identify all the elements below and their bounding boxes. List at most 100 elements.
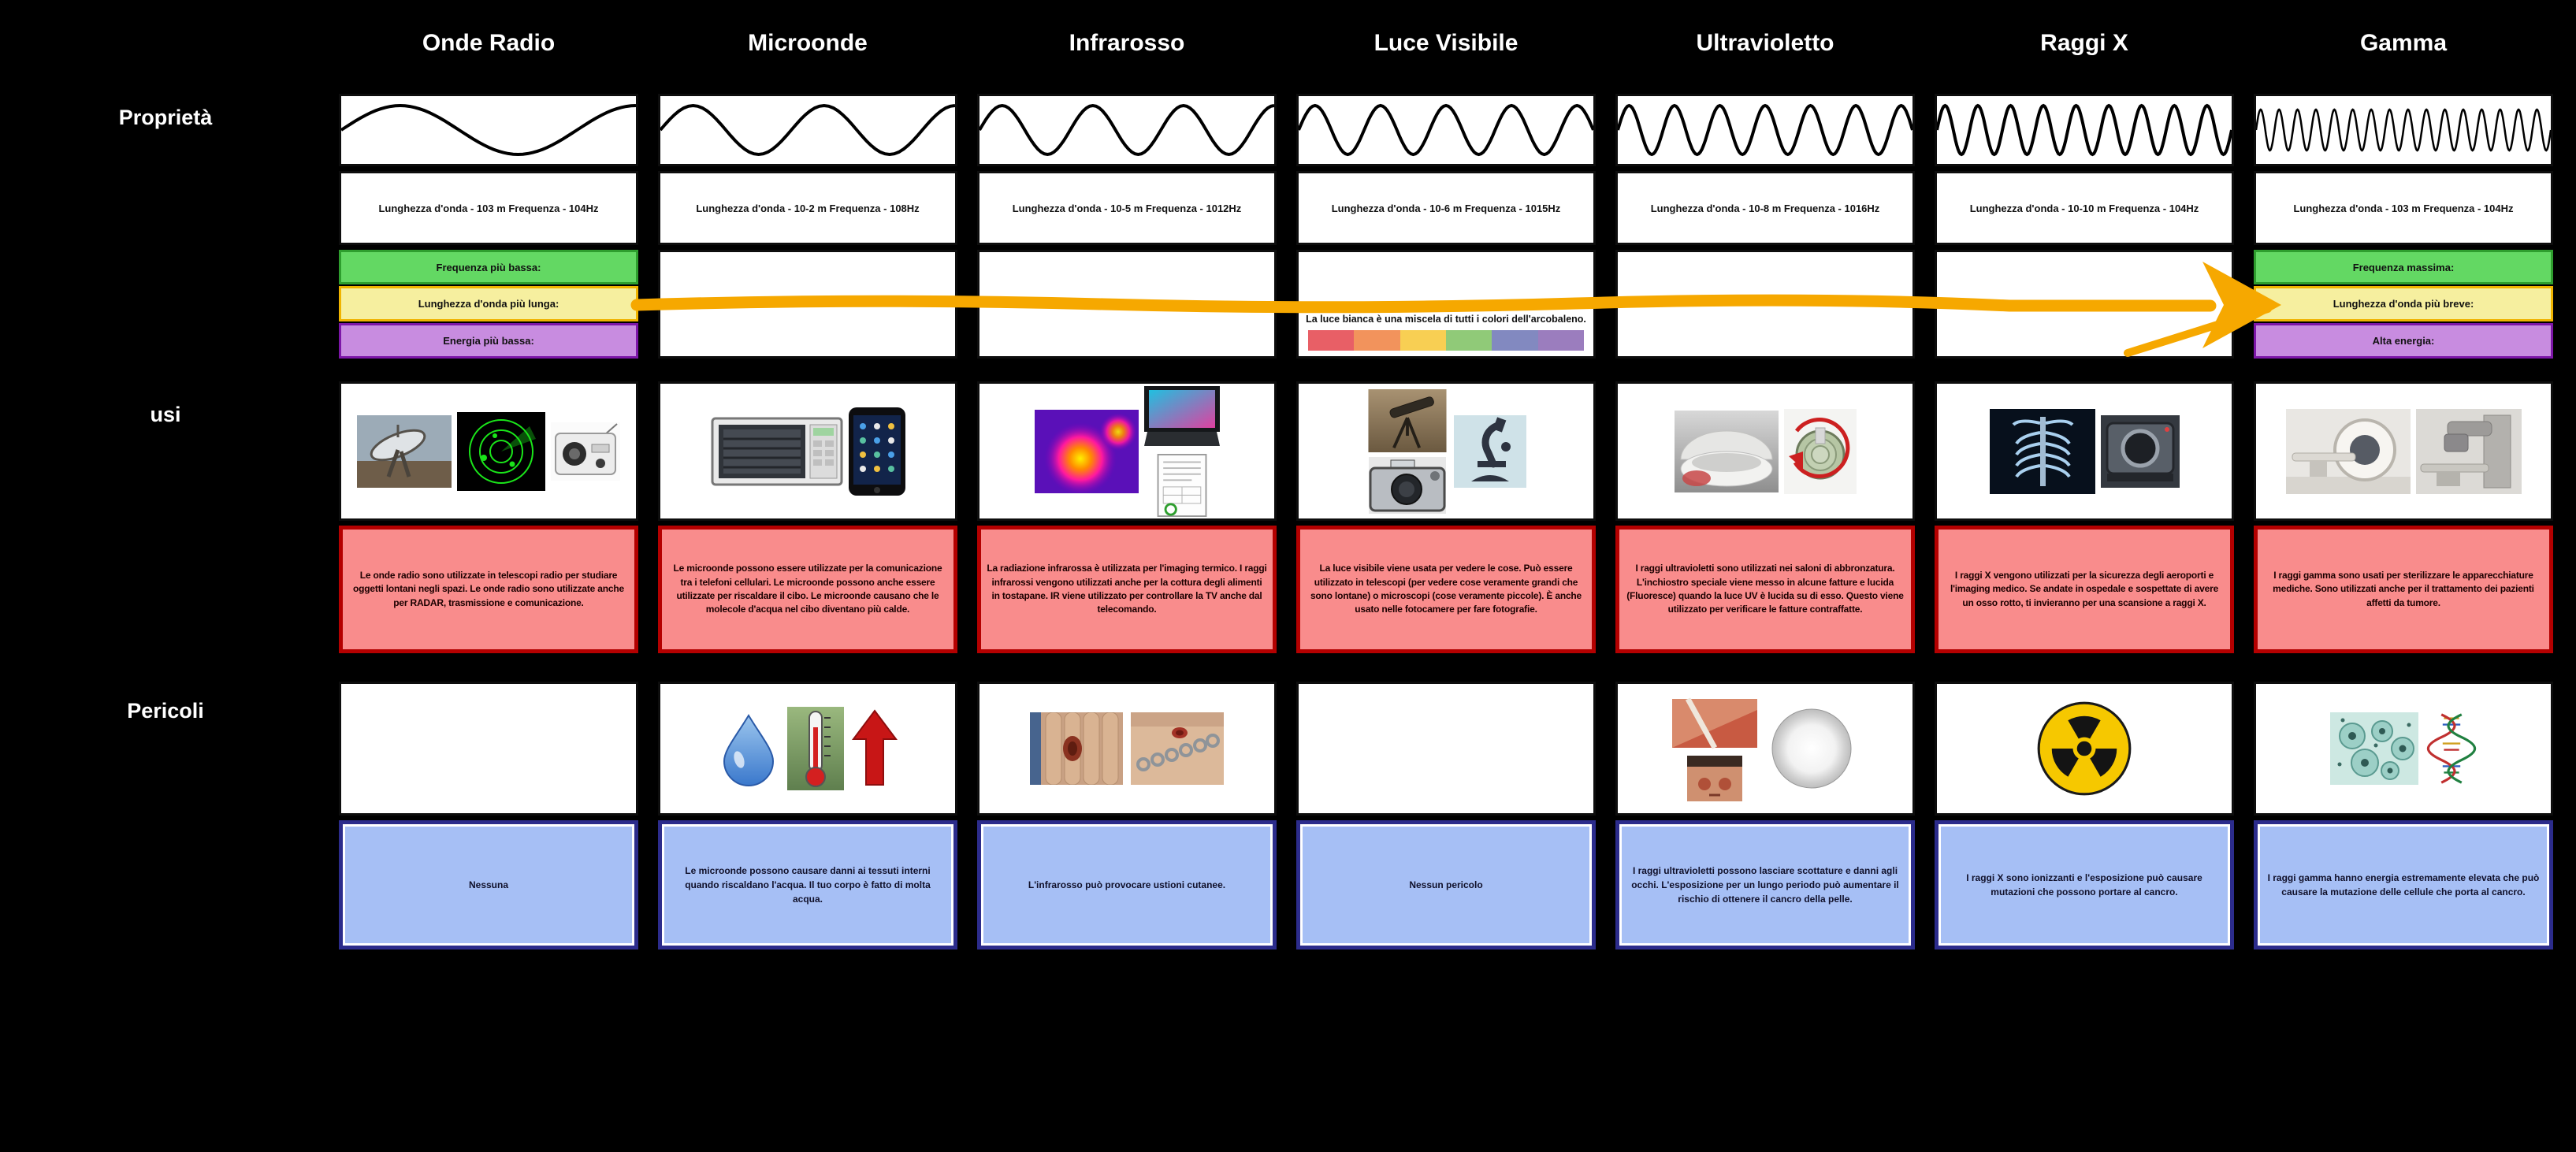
dangers-description-box: Nessun pericolo (1296, 820, 1596, 949)
rainbow-yellow (1400, 330, 1446, 351)
sine-wave-icon (660, 103, 955, 157)
dangers-description-box: L'infrarosso può provocare ustioni cutan… (977, 820, 1277, 949)
uses-description-box: I raggi gamma sono usati per sterilizzar… (2254, 526, 2553, 653)
chest-xray-image (1989, 408, 2095, 494)
dangers-images-cell (1296, 682, 1596, 816)
radar-screen-image (457, 411, 545, 491)
sine-wave-icon (2256, 108, 2551, 152)
wavelength-frequency-text: Lunghezza d'onda - 10-5 m Frequenza - 10… (1012, 202, 1242, 214)
dangers-images-cell (339, 682, 638, 816)
row-label-uses: usi (150, 403, 181, 426)
dangers-text: I raggi gamma hanno energia estremamente… (2267, 872, 2540, 897)
extra-label: Lunghezza d'onda più breve: (2333, 298, 2474, 310)
dangers-images-cell (1615, 682, 1915, 816)
column-title: Microonde (748, 30, 868, 56)
property-cell: Lunghezza d'onda - 103 m Frequenza - 104… (339, 171, 638, 245)
column-luce-visibile: Luce Visibile Lunghezza d'onda - 10-6 m … (1296, 0, 1596, 1152)
uses-images-cell (658, 381, 957, 521)
portable-radio-image (551, 422, 620, 481)
wavelength-frequency-text: Lunghezza d'onda - 10-2 m Frequenza - 10… (696, 202, 920, 214)
column-title: Ultravioletto (1696, 30, 1834, 56)
uses-image-stack (1143, 385, 1220, 517)
tanning-bed-image (1674, 410, 1779, 492)
uses-images-cell (1296, 381, 1596, 521)
column-gamma: Gamma Lunghezza d'onda - 103 m Frequenza… (2254, 0, 2553, 1152)
column-microonde: Microonde Lunghezza d'onda - 10-2 m Freq… (658, 0, 957, 1152)
wavelength-frequency-text: Lunghezza d'onda - 10-6 m Frequenza - 10… (1331, 202, 1561, 214)
column-title: Onde Radio (422, 30, 556, 56)
ct-scanner-image (2285, 408, 2411, 494)
uses-text: I raggi X vengono utilizzati per la sicu… (1950, 569, 2219, 608)
uses-text: Le microonde possono essere utilizzate p… (673, 563, 942, 615)
thermometer-image (787, 707, 844, 790)
uses-images-cell (339, 381, 638, 521)
rainbow-green (1445, 330, 1492, 351)
row-label-properties: Proprietà (118, 106, 213, 129)
property-cell: Lunghezza d'onda - 10-10 m Frequenza - 1… (1935, 171, 2234, 245)
column-title: Infrarosso (1069, 30, 1185, 56)
row-label-dangers: Pericoli (127, 699, 204, 723)
dangers-images-cell (1935, 682, 2234, 816)
highest-frequency-box: Frequenza massima: (2254, 250, 2553, 284)
extra-label: Energia più bassa: (443, 335, 534, 347)
uses-description-box: La luce visibile viene usata per vedere … (1296, 526, 1596, 653)
rainbow-strip (1308, 330, 1584, 351)
bright-glare-image (1765, 702, 1858, 795)
property-cell: Lunghezza d'onda - 10-2 m Frequenza - 10… (658, 171, 957, 245)
wave-cell (2254, 94, 2553, 166)
dangers-image-stack (1672, 696, 1757, 801)
property-cell: Lunghezza d'onda - 10-5 m Frequenza - 10… (977, 171, 1277, 245)
column-ultravioletto: Ultravioletto Lunghezza d'onda - 10-8 m … (1615, 0, 1915, 1152)
column-raggi-x: Raggi X Lunghezza d'onda - 10-10 m Frequ… (1935, 0, 2234, 1152)
uses-images-cell (2254, 381, 2553, 521)
dangers-text: I raggi X sono ionizzanti e l'esposizion… (1966, 872, 2202, 897)
uses-text: La radiazione infrarossa è utilizzata pe… (987, 563, 1267, 615)
radio-telescope-image (357, 414, 452, 488)
empty-property-cell (1615, 250, 1915, 359)
dangers-description-box: Le microonde possono causare danni ai te… (658, 820, 957, 949)
dangers-text: I raggi ultravioletti possono lasciare s… (1631, 865, 1899, 905)
property-cell: Lunghezza d'onda - 10-6 m Frequenza - 10… (1296, 171, 1596, 245)
sunburned-face-image (1687, 756, 1742, 801)
uses-images-cell (1615, 381, 1915, 521)
rainbow-red (1308, 330, 1355, 351)
extra-label: Alta energia: (2372, 335, 2435, 347)
empty-property-cell (658, 250, 957, 359)
uv-banknote-check-image (1783, 408, 1857, 494)
wave-cell (658, 94, 957, 166)
column-title: Luce Visibile (1373, 30, 1518, 56)
dangers-images-cell (2254, 682, 2553, 816)
dangers-text: L'infrarosso può provocare ustioni cutan… (1028, 879, 1226, 890)
uses-text: La luce visibile viene usata per vedere … (1310, 563, 1582, 615)
wavelength-frequency-text: Lunghezza d'onda - 103 m Frequenza - 104… (378, 202, 599, 214)
microwave-oven-image (711, 417, 842, 485)
uses-description-box: I raggi X vengono utilizzati per la sicu… (1935, 526, 2234, 653)
telescope-image (1367, 388, 1447, 452)
extra-label: Frequenza massima: (2352, 261, 2455, 273)
wave-cell (1935, 94, 2234, 166)
column-onde-radio: Onde Radio Lunghezza d'onda - 103 m Freq… (339, 0, 638, 1152)
wave-cell (1296, 94, 1596, 166)
wavelength-frequency-text: Lunghezza d'onda - 103 m Frequenza - 104… (2293, 202, 2514, 214)
smartphone-image (848, 407, 905, 496)
shortest-wavelength-box: Lunghezza d'onda più breve: (2254, 286, 2553, 321)
dangers-text: Nessun pericolo (1409, 879, 1483, 890)
uses-description-box: La radiazione infrarossa è utilizzata pe… (977, 526, 1277, 653)
dangers-images-cell (658, 682, 957, 816)
dangers-description-box: I raggi X sono ionizzanti e l'esposizion… (1935, 820, 2234, 949)
column-infrarosso: Infrarosso Lunghezza d'onda - 10-5 m Fre… (977, 0, 1277, 1152)
extra-label: Frequenza più bassa: (436, 261, 541, 273)
uses-text: I raggi ultravioletti sono utilizzati ne… (1626, 563, 1904, 615)
dangers-description-box: I raggi ultravioletti possono lasciare s… (1615, 820, 1915, 949)
uses-description-box: Le microonde possono essere utilizzate p… (658, 526, 957, 653)
thermal-image (1034, 409, 1139, 493)
airport-scanner-image (2100, 414, 2180, 488)
radiation-symbol-image (2037, 701, 2132, 796)
camera-image (1368, 456, 1446, 514)
empty-property-cell (977, 250, 1277, 359)
sine-wave-icon (1299, 103, 1593, 157)
lowest-energy-box: Energia più bassa: (339, 323, 638, 359)
dangers-description-box: Nessuna (339, 820, 638, 949)
extra-label: Lunghezza d'onda più lunga: (418, 298, 559, 310)
